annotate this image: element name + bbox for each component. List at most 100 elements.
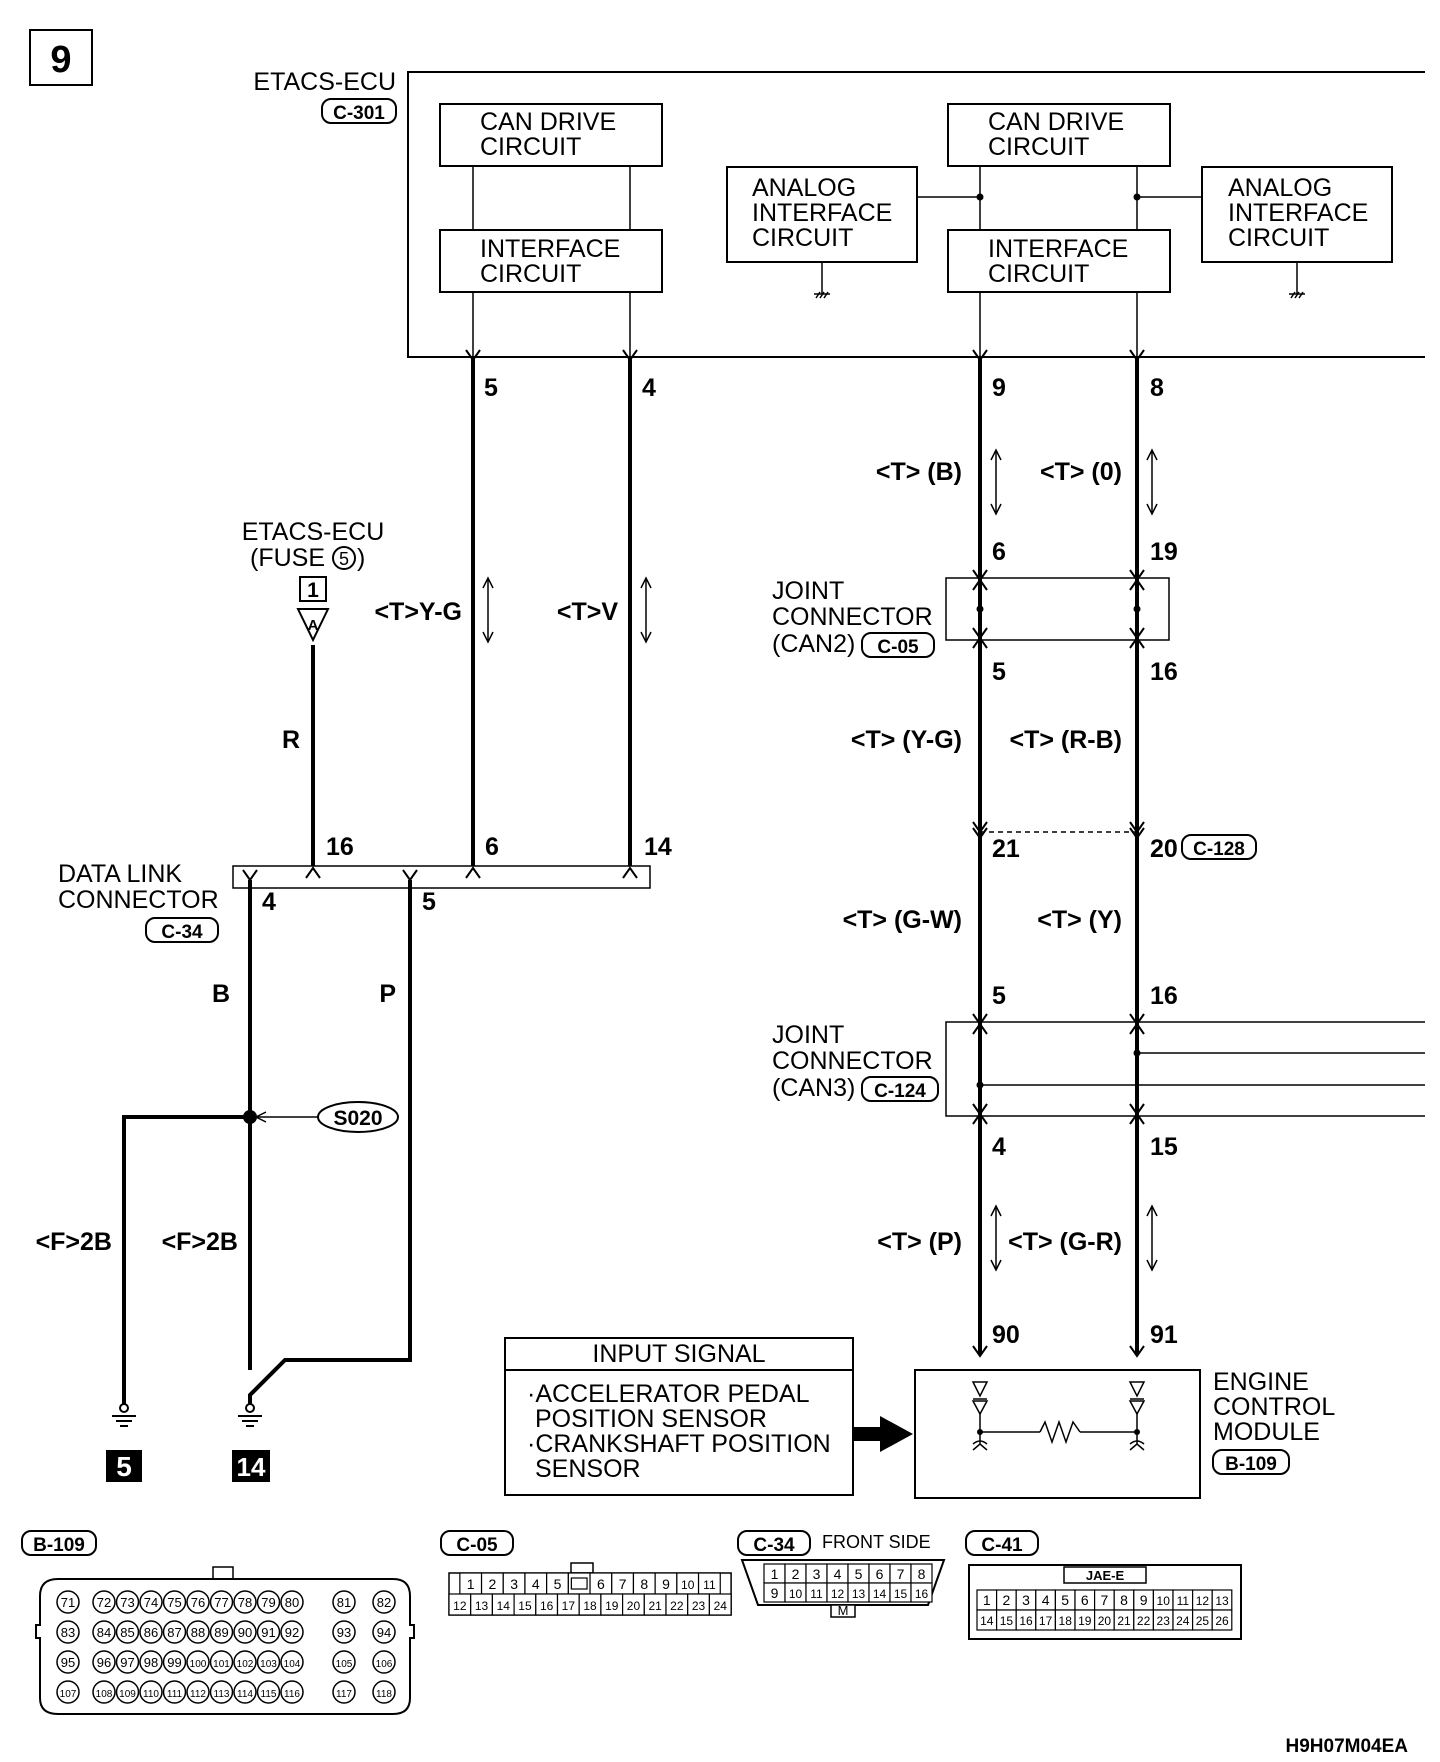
svg-text:CIRCUIT: CIRCUIT bbox=[480, 133, 581, 161]
pin-label: 15 bbox=[894, 1587, 908, 1601]
svg-text:<T> (Y): <T> (Y) bbox=[1037, 906, 1122, 934]
pin-cell bbox=[1211, 1609, 1233, 1631]
svg-text:5: 5 bbox=[484, 374, 498, 402]
pin-label: 6 bbox=[1081, 1592, 1089, 1608]
signal-input-arrow bbox=[853, 1416, 913, 1452]
svg-text:<F>2B: <F>2B bbox=[162, 1228, 238, 1256]
svg-text:<T> (B): <T> (B) bbox=[876, 458, 962, 486]
svg-text:CONNECTOR: CONNECTOR bbox=[772, 1047, 933, 1075]
splice-point bbox=[243, 1110, 257, 1124]
svg-text:1: 1 bbox=[307, 579, 319, 602]
pin-90 bbox=[233, 1620, 257, 1644]
pin-label: 111 bbox=[167, 1689, 183, 1700]
ecu-connector-tag bbox=[321, 98, 397, 124]
svg-text:91: 91 bbox=[1150, 1321, 1178, 1349]
pin-label: 81 bbox=[337, 1595, 351, 1610]
can-drive-circuit-2: CAN DRIVE CIRCUIT bbox=[947, 103, 1171, 167]
svg-text:(CAN2): (CAN2) bbox=[772, 630, 855, 658]
pin-label: 20 bbox=[1098, 1614, 1112, 1628]
pin-label: 80 bbox=[285, 1595, 299, 1610]
pin-label: 84 bbox=[97, 1625, 111, 1640]
svg-text:CONTROL: CONTROL bbox=[1213, 1393, 1335, 1421]
pin-76 bbox=[186, 1590, 210, 1614]
svg-text:CIRCUIT: CIRCUIT bbox=[480, 260, 581, 288]
svg-text:4: 4 bbox=[642, 374, 656, 402]
pin-label: 13 bbox=[852, 1587, 866, 1601]
pin-87 bbox=[162, 1620, 187, 1644]
pin-104 bbox=[280, 1650, 304, 1674]
pin-108 bbox=[92, 1680, 116, 1704]
svg-text:): ) bbox=[357, 544, 365, 572]
svg-text:B: B bbox=[212, 980, 230, 1008]
svg-text:C-34: C-34 bbox=[753, 1535, 795, 1556]
svg-text:R: R bbox=[282, 726, 300, 754]
svg-text:·CRANKSHAFT POSITION: ·CRANKSHAFT POSITION bbox=[527, 1430, 831, 1458]
svg-text:5: 5 bbox=[339, 549, 349, 569]
pin-label: 100 bbox=[190, 1659, 207, 1670]
pin-94 bbox=[372, 1620, 396, 1644]
pin-label: 17 bbox=[1039, 1614, 1053, 1628]
svg-text:CIRCUIT: CIRCUIT bbox=[988, 260, 1089, 288]
pin-102 bbox=[233, 1650, 257, 1674]
pin-77 bbox=[209, 1590, 234, 1614]
svg-text:INPUT SIGNAL: INPUT SIGNAL bbox=[592, 1340, 765, 1368]
pin-label: 91 bbox=[261, 1625, 275, 1640]
pin-label: 19 bbox=[1078, 1614, 1092, 1628]
pin-label: 9 bbox=[662, 1576, 670, 1592]
pin-label: 96 bbox=[97, 1655, 111, 1670]
pin-label: 11 bbox=[703, 1578, 716, 1592]
pin-label: 10 bbox=[681, 1578, 695, 1592]
pin-label: 104 bbox=[284, 1659, 301, 1670]
pin-label: 1 bbox=[771, 1566, 779, 1582]
pin-label: 118 bbox=[376, 1689, 392, 1700]
pin-98 bbox=[139, 1650, 163, 1674]
pin-114 bbox=[233, 1680, 257, 1704]
pin-label: 20 bbox=[627, 1599, 641, 1613]
pin-label: 15 bbox=[518, 1599, 532, 1613]
engine-control-module bbox=[914, 1369, 1201, 1499]
pin-label: 72 bbox=[97, 1595, 111, 1610]
svg-text:JOINT: JOINT bbox=[772, 1021, 844, 1049]
pin-81 bbox=[332, 1590, 356, 1614]
svg-text:INTERFACE: INTERFACE bbox=[752, 199, 892, 227]
pin-label: 26 bbox=[1215, 1614, 1229, 1628]
pin-label: 19 bbox=[605, 1599, 619, 1613]
pin-96 bbox=[92, 1650, 116, 1674]
svg-text:<F>2B: <F>2B bbox=[36, 1228, 112, 1256]
page-number: 9 bbox=[50, 39, 71, 81]
pin-111 bbox=[162, 1680, 187, 1704]
ecu-name: ETACS-ECU bbox=[253, 68, 396, 96]
pin-label: 107 bbox=[60, 1689, 77, 1700]
pin-label: 14 bbox=[497, 1599, 511, 1613]
svg-text:8: 8 bbox=[1150, 374, 1164, 402]
pin-label: 6 bbox=[876, 1566, 884, 1582]
pin-label: 71 bbox=[61, 1595, 75, 1610]
pin-label: 85 bbox=[120, 1625, 134, 1640]
pin-115 bbox=[256, 1680, 281, 1704]
svg-text:6: 6 bbox=[485, 833, 499, 861]
svg-text:<T>Y-G: <T>Y-G bbox=[374, 598, 462, 626]
svg-text:H9H07M04EA: H9H07M04EA bbox=[1286, 1736, 1409, 1757]
svg-text:5: 5 bbox=[992, 982, 1006, 1010]
svg-text:B-109: B-109 bbox=[1225, 1454, 1277, 1475]
wire-ground-branch bbox=[122, 1115, 250, 1405]
svg-text:M: M bbox=[838, 1603, 849, 1618]
pin-label: 24 bbox=[1176, 1614, 1190, 1628]
svg-text:15: 15 bbox=[1150, 1133, 1178, 1161]
pin-label: 13 bbox=[475, 1599, 489, 1613]
analog-ground-1 bbox=[814, 262, 830, 299]
pin-112 bbox=[186, 1680, 210, 1704]
svg-text:MODULE: MODULE bbox=[1213, 1418, 1320, 1446]
pin-label: 94 bbox=[377, 1625, 391, 1640]
can-drive-circuit-1: CAN DRIVE CIRCUIT bbox=[439, 103, 663, 167]
pin-116 bbox=[280, 1680, 304, 1704]
analog-ground-2 bbox=[1289, 262, 1305, 299]
svg-text:90: 90 bbox=[992, 1321, 1020, 1349]
svg-text:S020: S020 bbox=[333, 1107, 382, 1130]
svg-text:C-124: C-124 bbox=[874, 1081, 926, 1102]
pin-113 bbox=[209, 1680, 234, 1704]
pin-118 bbox=[372, 1680, 396, 1704]
